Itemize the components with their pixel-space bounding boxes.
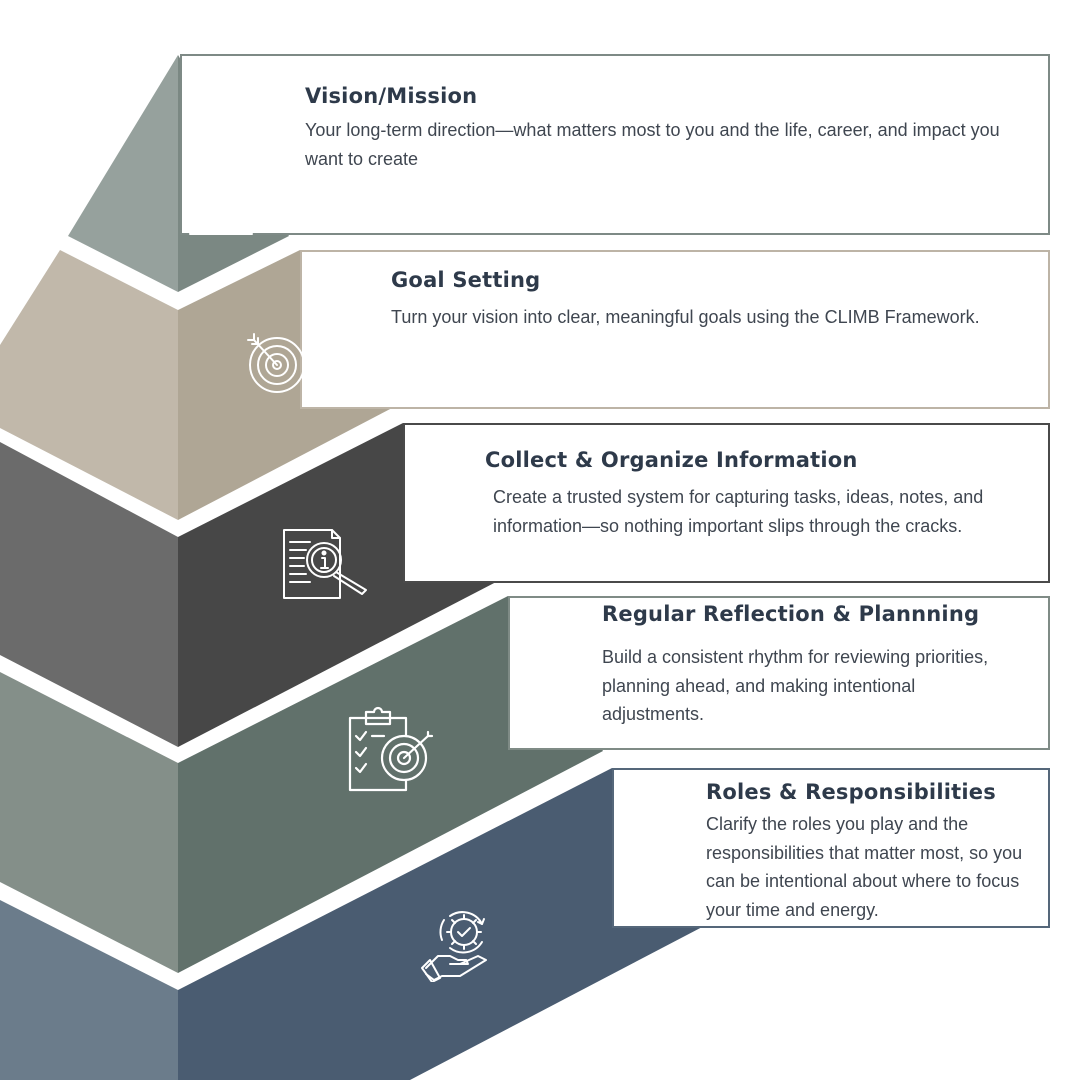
tier-3-title: Collect & Organize Information — [485, 448, 858, 472]
target-arrow-icon — [244, 332, 308, 396]
tier-3-description: Create a trusted system for capturing ta… — [493, 487, 984, 536]
tier-3-left-face — [0, 442, 178, 747]
document-magnifier-info-icon — [280, 528, 372, 602]
tier-5-title: Roles & Responsibilities — [706, 780, 996, 804]
tier-1-left-face — [68, 55, 178, 292]
tier-5-description: Clarify the roles you play and the respo… — [706, 814, 1023, 920]
tier-3-box — [403, 423, 1050, 583]
tier-1-box — [180, 54, 1050, 235]
tier-2-left-face — [0, 250, 178, 520]
tier-4-right-face — [178, 596, 603, 973]
tier-2-description: Turn your vision into clear, meaningful … — [391, 307, 980, 327]
tier-4-left-face — [0, 672, 178, 973]
hand-gear-check-icon — [420, 902, 500, 982]
clipboard-checklist-target-icon — [344, 706, 436, 796]
tier-5-left-face — [0, 900, 178, 1080]
tier-4-description: Build a consistent rhythm for reviewing … — [602, 647, 989, 724]
person-flag-summit-icon — [186, 170, 256, 238]
tier-1-title: Vision/Mission — [305, 84, 478, 108]
tier-4-box — [508, 596, 1050, 750]
tier-5-box — [612, 768, 1050, 928]
tier-4-title: Regular Reflection & Plannning — [602, 602, 980, 626]
tier-1-description: Your long-term direction—what matters mo… — [305, 120, 1000, 169]
tier-2-box — [300, 250, 1050, 409]
tier-2-title: Goal Setting — [391, 268, 541, 292]
